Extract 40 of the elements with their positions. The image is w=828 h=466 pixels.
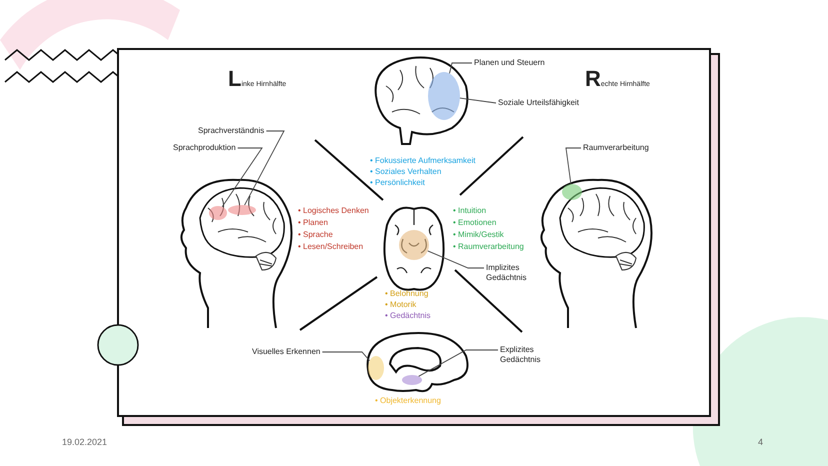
list-item: • Belohnung	[385, 289, 428, 299]
list-item: • Sprache	[298, 230, 333, 240]
leader-line	[244, 130, 285, 206]
list-item: • Raumverarbeitung	[453, 242, 524, 252]
highlighted-region	[402, 375, 422, 385]
highlighted-region	[562, 184, 582, 200]
callout-text: Raumverarbeitung	[583, 143, 649, 153]
callout-text: Soziale Urteilsfähigkeit	[498, 98, 579, 108]
leader-line	[322, 352, 370, 362]
highlighted-region	[368, 356, 384, 380]
list-item: • Intuition	[453, 206, 486, 216]
highlighted-region	[399, 230, 429, 260]
highlighted-region	[209, 206, 227, 220]
list-item: • Fokussierte Aufmerksamkeit	[370, 156, 476, 166]
leader-line	[565, 148, 582, 184]
highlighted-region	[228, 205, 256, 215]
list-item: • Gedächtnis	[385, 311, 430, 321]
list-item: • Mimik/Gestik	[453, 230, 504, 240]
callout-text: Explizites Gedächtnis	[500, 345, 550, 365]
callout-text: Sprachproduktion	[173, 143, 236, 153]
list-item: • Emotionen	[453, 218, 496, 228]
list-item: • Logisches Denken	[298, 206, 369, 216]
leader-line	[459, 98, 496, 104]
page-number: 4	[758, 437, 764, 447]
highlighted-region	[428, 72, 460, 120]
list-item: • Lesen/Schreiben	[298, 242, 364, 252]
list-item: • Objekterkennung	[375, 396, 441, 406]
callout-text: Visuelles Erkennen	[252, 347, 320, 357]
list-item: • Planen	[298, 218, 328, 228]
list-item: • Persönlichkeit	[370, 178, 425, 188]
leader-line	[418, 350, 498, 377]
list-item: • Soziales Verhalten	[370, 167, 442, 177]
callout-text: Planen und Steuern	[474, 58, 545, 68]
list-item: • Motorik	[385, 300, 416, 310]
leader-line	[427, 250, 484, 268]
leader-line	[222, 148, 263, 208]
leader-line	[449, 62, 472, 74]
callout-text: Implizites Gedächtnis	[486, 263, 536, 283]
date-text: 19.02.2021	[62, 437, 108, 447]
callout-text: Sprachverständnis	[198, 126, 264, 136]
